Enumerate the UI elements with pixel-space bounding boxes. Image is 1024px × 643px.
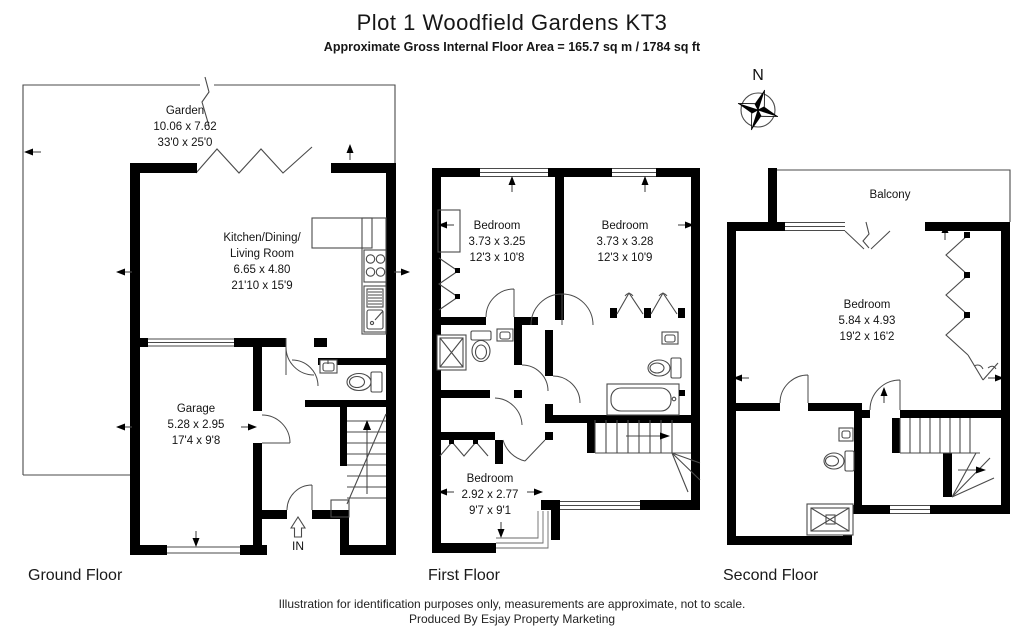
entrance-label: IN: [292, 539, 304, 553]
dimension-arrows: [438, 176, 694, 538]
svg-text:Kitchen/Dining/: Kitchen/Dining/: [223, 232, 301, 244]
first-floor-doors: [485, 288, 594, 462]
svg-text:21'10 x 15'9: 21'10 x 15'9: [231, 280, 292, 292]
basin-icon: [496, 328, 514, 342]
bath-icon: [606, 383, 685, 416]
hob-icon: [363, 249, 387, 283]
wardrobe-zigzag: [439, 439, 489, 457]
svg-text:9'7 x 9'1: 9'7 x 9'1: [469, 505, 511, 517]
svg-text:Living Room: Living Room: [230, 248, 294, 260]
svg-text:3.73 x 3.25: 3.73 x 3.25: [469, 236, 526, 248]
compass-rose-icon: N: [737, 67, 779, 131]
svg-text:6.65 x 4.80: 6.65 x 4.80: [234, 264, 291, 276]
entrance-arrow-icon: [289, 515, 307, 538]
svg-text:33'0 x 25'0: 33'0 x 25'0: [158, 137, 213, 149]
balcony-boundary: [768, 168, 1011, 222]
shower-icon: [436, 334, 467, 371]
bifold-door-zigzag: [195, 146, 313, 174]
stairs: [594, 420, 701, 493]
svg-text:12'3 x 10'8: 12'3 x 10'8: [470, 252, 525, 264]
ground-floor-plan: IN Garden 10.06 x 7.62 33'0 x 25'0 Kitch…: [22, 76, 410, 555]
svg-text:19'2 x 16'2: 19'2 x 16'2: [840, 331, 895, 343]
page-subtitle: Approximate Gross Internal Floor Area = …: [323, 40, 701, 54]
room-label-bedroom2: Bedroom 3.73 x 3.28 12'3 x 10'9: [597, 220, 654, 264]
svg-text:3.73 x 3.28: 3.73 x 3.28: [597, 236, 654, 248]
closet: [437, 209, 461, 311]
ground-floor-walls: [130, 163, 396, 555]
page-title: Plot 1 Woodfield Gardens KT3: [356, 10, 668, 35]
stairs: [899, 418, 995, 498]
room-label-garden: Garden 10.06 x 7.62 33'0 x 25'0: [153, 105, 216, 149]
ground-floor-label: Ground Floor: [28, 567, 123, 584]
wardrobe-doors: [610, 291, 685, 318]
room-label-bedroom3: Bedroom 2.92 x 2.77 9'7 x 9'1: [462, 473, 519, 517]
svg-text:10.06 x 7.62: 10.06 x 7.62: [153, 121, 216, 133]
room-label-kitchen: Kitchen/Dining/ Living Room 6.65 x 4.80 …: [223, 232, 301, 292]
compass-north-label: N: [752, 67, 764, 84]
first-floor-plan: Bedroom 3.73 x 3.25 12'3 x 10'8 Bedroom …: [432, 167, 701, 553]
svg-text:Bedroom: Bedroom: [844, 299, 891, 311]
room-label-bedroom: Bedroom 5.84 x 4.93 19'2 x 16'2: [839, 299, 896, 343]
bathroom-basin-icon: [661, 331, 679, 345]
svg-text:Bedroom: Bedroom: [474, 220, 521, 232]
svg-text:Garden: Garden: [166, 105, 204, 117]
disclaimer-text: Illustration for identification purposes…: [278, 597, 746, 611]
wardrobe-zigzag: [945, 232, 999, 381]
compass-star: [737, 89, 779, 131]
producer-credit: Produced By Esjay Property Marketing: [408, 612, 616, 626]
svg-text:2.92 x 2.77: 2.92 x 2.77: [462, 489, 519, 501]
dimension-arrows: [733, 224, 1004, 403]
first-floor-label: First Floor: [428, 567, 500, 584]
kitchen-sink-icon: [363, 285, 387, 333]
svg-text:Bedroom: Bedroom: [467, 473, 514, 485]
second-floor-label: Second Floor: [723, 567, 819, 584]
dimension-arrows: [24, 144, 410, 547]
svg-text:12'3 x 10'9: 12'3 x 10'9: [598, 252, 653, 264]
toilet-icon: [823, 450, 855, 472]
room-label-balcony: Balcony: [870, 189, 911, 201]
garden-boundary: [22, 76, 396, 476]
second-floor-plan: Balcony Bedroom 5.84 x 4.93 19'2 x 16'2: [727, 168, 1011, 545]
basin-icon: [838, 427, 854, 442]
wc-basin-icon: [319, 359, 338, 374]
svg-text:Bedroom: Bedroom: [602, 220, 649, 232]
shower-icon: [806, 503, 854, 536]
ground-floor-doors: [261, 338, 319, 511]
svg-text:17'4 x 9'8: 17'4 x 9'8: [172, 435, 221, 447]
room-label-bedroom1: Bedroom 3.73 x 3.25 12'3 x 10'8: [469, 220, 526, 264]
svg-text:Garage: Garage: [177, 403, 215, 415]
bathroom-toilet-icon: [647, 357, 682, 379]
svg-text:5.84 x 4.93: 5.84 x 4.93: [839, 315, 896, 327]
room-label-garage: Garage 5.28 x 2.95 17'4 x 9'8: [168, 403, 225, 447]
toilet-icon: [470, 330, 492, 363]
stairs: [330, 413, 387, 518]
svg-text:5.28 x 2.95: 5.28 x 2.95: [168, 419, 225, 431]
wc-toilet-icon: [346, 371, 383, 393]
second-floor-doors: [779, 374, 901, 411]
second-floor-walls: [727, 221, 1010, 545]
